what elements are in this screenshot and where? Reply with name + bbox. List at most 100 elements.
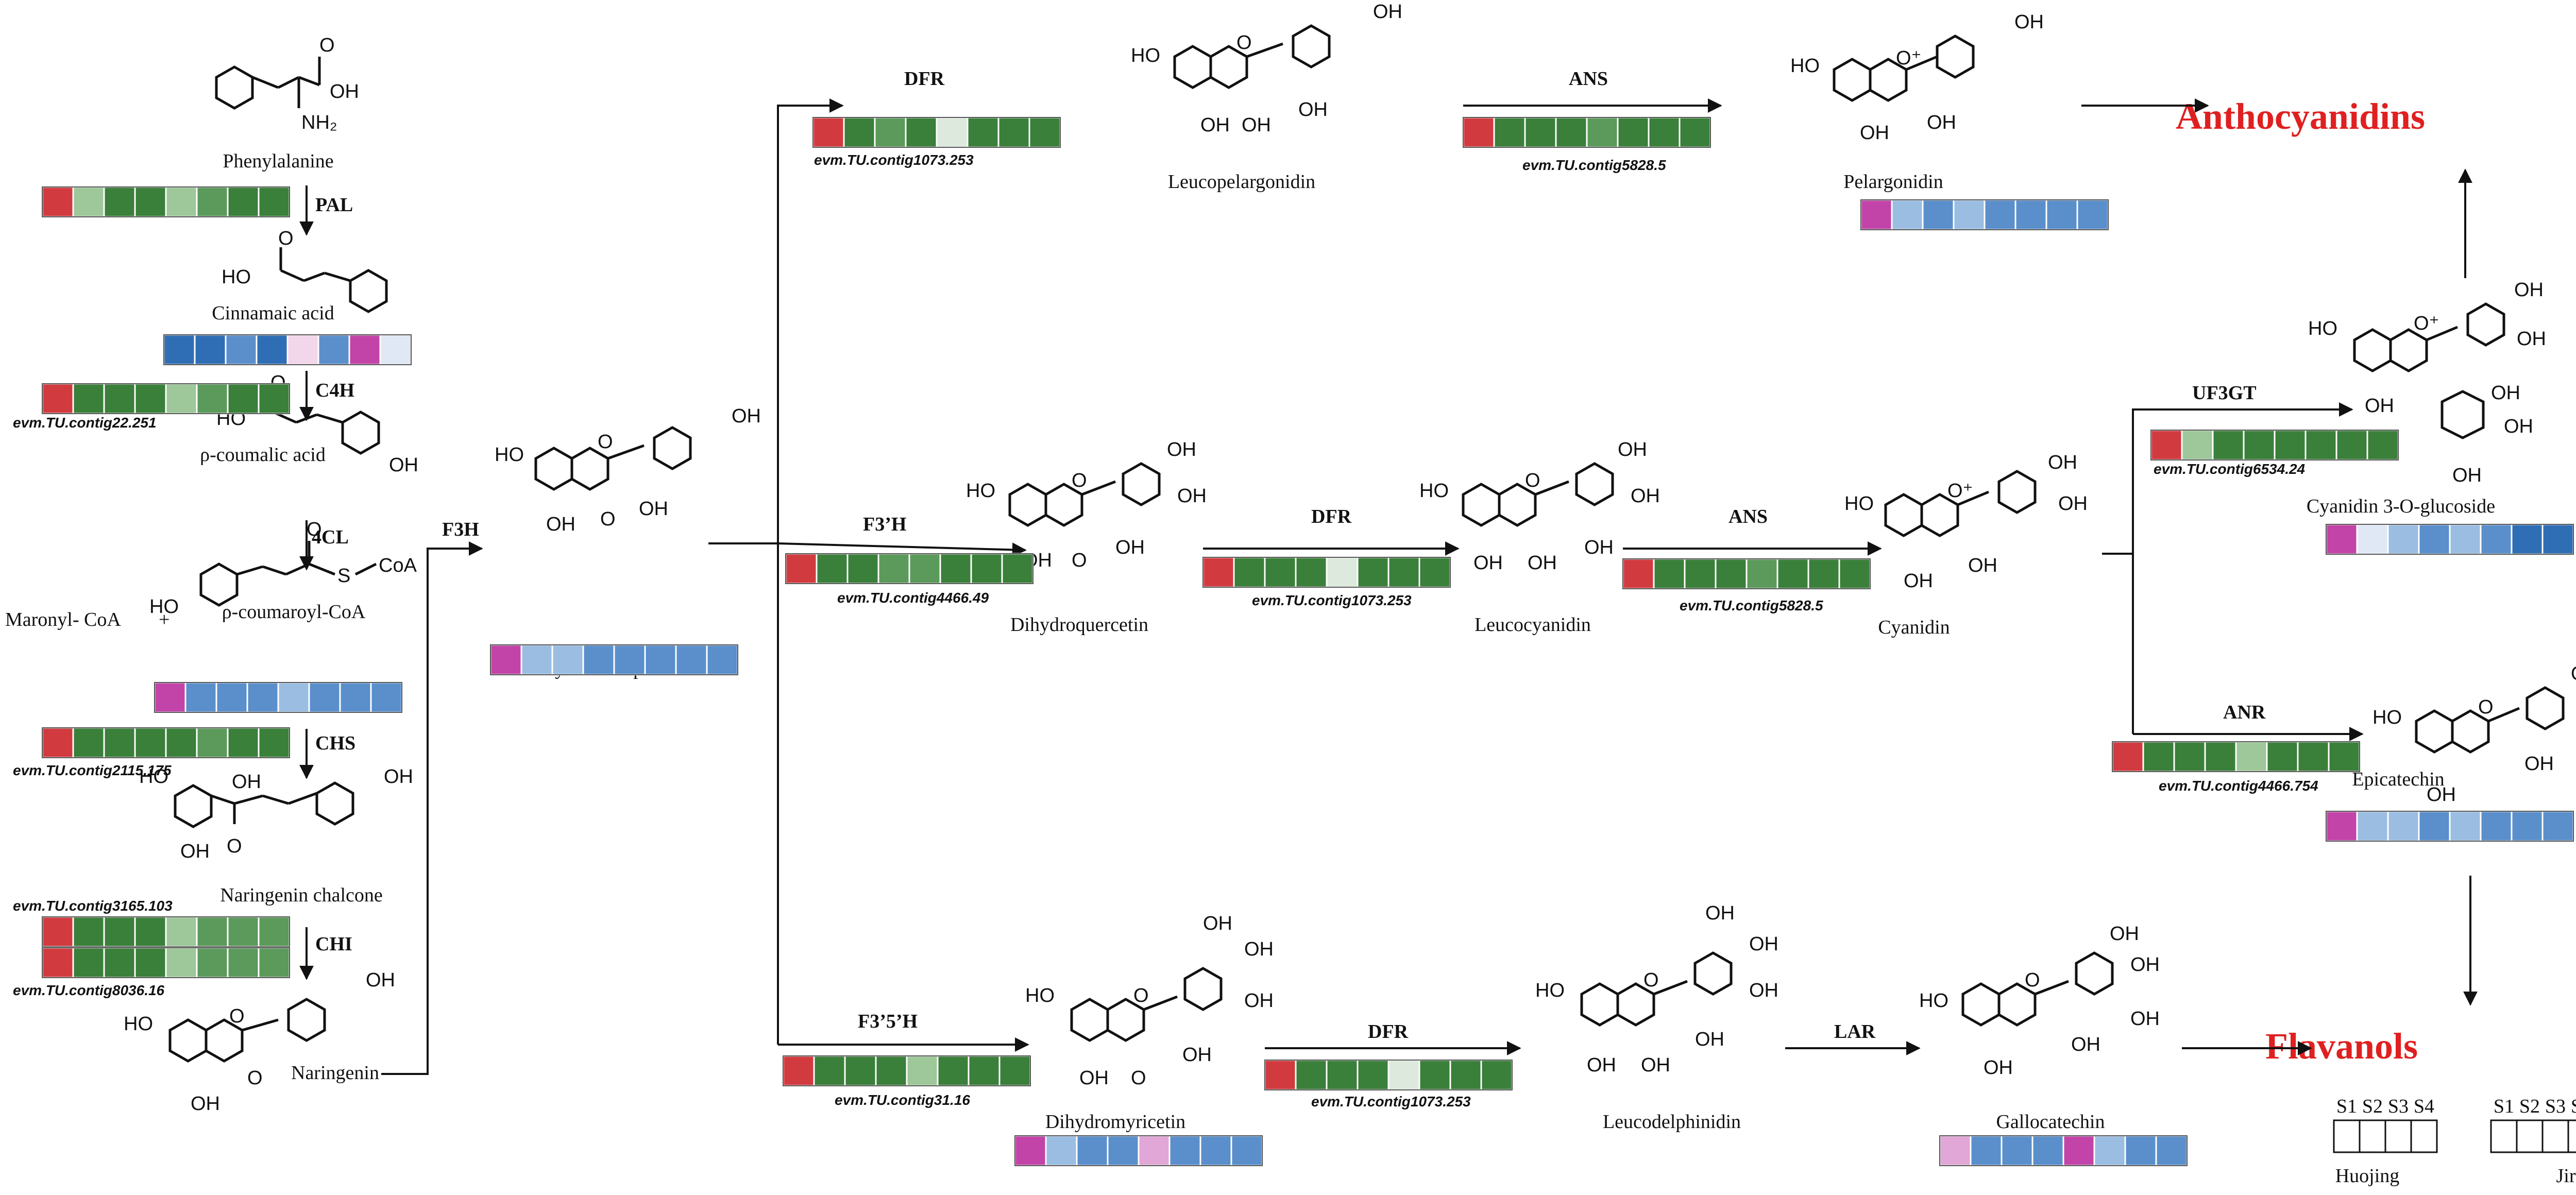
atom-label: O bbox=[1525, 470, 1540, 491]
heatmap-cell bbox=[135, 187, 166, 217]
sample-box bbox=[2568, 1120, 2576, 1152]
heatmap-cell bbox=[844, 117, 875, 147]
heatmap-cell bbox=[2213, 430, 2244, 460]
atom-label: O bbox=[600, 508, 616, 530]
heatmap-cell bbox=[1139, 1136, 1170, 1166]
heatmap-cell bbox=[195, 335, 226, 365]
atom-label: S bbox=[337, 565, 350, 587]
atom-label: OH bbox=[1984, 1057, 2013, 1079]
heatmap-cell bbox=[42, 384, 73, 414]
atom-label: HO bbox=[124, 1013, 153, 1035]
heatmap-cell bbox=[786, 554, 817, 584]
atom-label: OH bbox=[384, 766, 413, 788]
heatmap-cell bbox=[2336, 430, 2367, 460]
naringenin-structure bbox=[170, 999, 325, 1061]
sample-label: S2 bbox=[2362, 1096, 2383, 1117]
heatmap-pal bbox=[42, 187, 290, 217]
heatmap-cell bbox=[380, 335, 411, 365]
enzyme-ans-top: ANS bbox=[1569, 68, 1608, 90]
heatmap-cell bbox=[135, 384, 166, 414]
heatmap-cell bbox=[349, 335, 380, 365]
heatmap-cell bbox=[2002, 1136, 2032, 1166]
gene-c4h: evm.TU.contig22.251 bbox=[13, 415, 157, 431]
atom-label: OH bbox=[2048, 452, 2077, 473]
atom-label: OH bbox=[1927, 112, 1956, 133]
atom-label: OH bbox=[180, 841, 210, 862]
heatmap-dihydromyricetin bbox=[1015, 1136, 1262, 1166]
sample-box bbox=[2360, 1120, 2385, 1152]
heatmap-cell bbox=[2388, 811, 2419, 841]
heatmap-cell bbox=[1002, 554, 1033, 584]
heatmap-cell bbox=[2063, 1136, 2094, 1166]
gene-ans-mid: evm.TU.contig5828.5 bbox=[1680, 598, 1823, 613]
heatmap-cell bbox=[2112, 742, 2143, 772]
heatmap-cell bbox=[185, 682, 216, 712]
gene-f35h: evm.TU.contig31.16 bbox=[835, 1092, 970, 1108]
heatmap-cell bbox=[2419, 524, 2450, 554]
atom-label: OH bbox=[1182, 1044, 1212, 1066]
heatmap-cell bbox=[2450, 811, 2481, 841]
atom-label: OH bbox=[1584, 537, 1614, 558]
heatmap-cell bbox=[937, 117, 968, 147]
atom-label: O bbox=[278, 228, 294, 249]
heatmap-cell bbox=[228, 917, 259, 947]
heatmap-cell bbox=[1985, 200, 2015, 230]
heatmap-cell bbox=[707, 645, 738, 675]
heatmap-cell bbox=[1940, 1136, 1971, 1166]
heatmap-cell bbox=[247, 682, 278, 712]
heatmap-dfr-mid bbox=[1203, 557, 1450, 587]
cinnamic-acid-label: Cinnamaic acid bbox=[212, 302, 334, 324]
heatmap-cell bbox=[104, 187, 135, 217]
atom-label: HO bbox=[139, 766, 168, 788]
heatmap-cell bbox=[2388, 524, 2419, 554]
heatmap-cell bbox=[2329, 742, 2360, 772]
heatmap-cell bbox=[2543, 524, 2573, 554]
atom-label: OH bbox=[1473, 552, 1503, 574]
heatmap-cell bbox=[845, 1056, 876, 1086]
atom-label: OH bbox=[2524, 753, 2554, 775]
atom-label: O bbox=[1236, 32, 1252, 54]
enzyme-dfr-bot: DFR bbox=[1368, 1021, 1409, 1043]
heatmap-cell bbox=[1046, 1136, 1077, 1166]
heatmap-f3h-prime bbox=[786, 554, 1033, 584]
group-label-jiro: Jiro bbox=[2556, 1165, 2576, 1187]
heatmap-cell bbox=[2156, 1136, 2187, 1166]
atom-label: OH bbox=[2365, 395, 2394, 417]
heatmap-cell bbox=[1623, 559, 1654, 589]
heatmap-cell bbox=[2326, 811, 2357, 841]
heatmap-cell bbox=[104, 917, 135, 947]
atom-label: OH bbox=[2514, 279, 2544, 301]
heatmap-cell bbox=[371, 682, 402, 712]
atom-label: HO bbox=[1419, 480, 1449, 502]
heatmap-cell bbox=[998, 117, 1029, 147]
heatmap-cell bbox=[1649, 117, 1680, 147]
heatmap-cell bbox=[42, 728, 73, 758]
atom-label: O bbox=[229, 1005, 245, 1027]
heatmap-cell bbox=[2236, 742, 2267, 772]
heatmap-cell bbox=[969, 1056, 999, 1086]
atom-label: CoA bbox=[379, 555, 417, 576]
heatmap-dfr-bot bbox=[1265, 1060, 1512, 1090]
heatmap-cell bbox=[1265, 557, 1296, 587]
enzyme-f3h-prime: F3’H bbox=[863, 514, 906, 535]
atom-label: OH bbox=[191, 1093, 220, 1115]
heatmap-cell bbox=[166, 187, 197, 217]
heatmap-cell bbox=[104, 728, 135, 758]
heatmap-f35h bbox=[783, 1056, 1030, 1086]
atom-label: O bbox=[1133, 985, 1149, 1006]
atom-label: OH bbox=[1749, 980, 1778, 1001]
heatmap-cell bbox=[228, 187, 259, 217]
heatmap-cell bbox=[814, 1056, 845, 1086]
heatmap-cell bbox=[1265, 1060, 1296, 1090]
heatmap-chi-2 bbox=[42, 948, 290, 978]
atom-label: HO bbox=[1919, 990, 1948, 1012]
heatmap-cell bbox=[73, 187, 104, 217]
heatmap-cell bbox=[490, 645, 521, 675]
pelargonidin-label: Pelargonidin bbox=[1843, 171, 1943, 193]
heatmap-cell bbox=[259, 948, 290, 978]
coumaroyl-coa-label: ρ-coumaroyl-CoA bbox=[222, 601, 366, 623]
dihydromyricetin-label: Dihydromyricetin bbox=[1045, 1111, 1185, 1133]
heatmap-anr bbox=[2112, 742, 2360, 772]
heatmap-cell bbox=[552, 645, 583, 675]
heatmap-cell bbox=[2032, 1136, 2063, 1166]
